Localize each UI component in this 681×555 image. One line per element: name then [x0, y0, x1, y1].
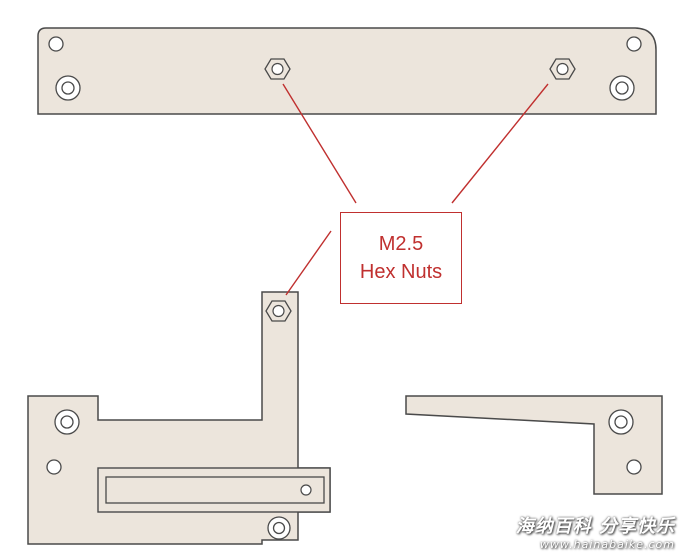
callout-size: M2.5 [378, 233, 424, 255]
hex-nut [265, 300, 292, 322]
countersunk-hole [608, 409, 634, 435]
top-bar-part [37, 27, 657, 115]
leader-line [282, 83, 357, 204]
mount-hole [626, 36, 642, 52]
leader-line [451, 83, 549, 204]
leader-line [285, 230, 332, 296]
countersunk-hole [55, 75, 81, 101]
mount-hole [626, 459, 642, 475]
watermark: 海纳百科 分享快乐 www.hainabaike.com [516, 512, 675, 551]
bracket-slot [105, 476, 325, 504]
watermark-title: 海纳百科 分享快乐 [515, 516, 675, 537]
slot-hole [300, 484, 312, 496]
countersunk-hole [54, 409, 80, 435]
callout-type: Hex Nuts [359, 261, 443, 283]
hex-nut [264, 58, 291, 80]
countersunk-hole [267, 516, 291, 540]
mount-hole [48, 36, 64, 52]
watermark-url: www.hainabaike.com [539, 538, 675, 551]
hex-nut [549, 58, 576, 80]
countersunk-hole [609, 75, 635, 101]
hex-nut-callout: M2.5 Hex Nuts [340, 212, 462, 304]
wedge-part [405, 395, 663, 495]
mount-hole [46, 459, 62, 475]
